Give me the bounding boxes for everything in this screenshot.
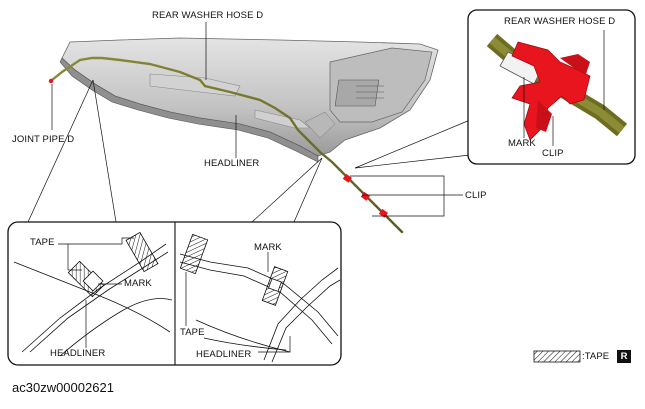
clip-3 (378, 208, 388, 218)
right-detail (179, 233, 341, 363)
clip-1 (342, 173, 352, 183)
legend-badge: R (617, 350, 631, 363)
clip-markers (342, 173, 388, 218)
clip-2 (360, 191, 370, 201)
headliner-shape (59, 37, 439, 163)
detail-panels (7, 79, 342, 366)
legend-tape-label: :TAPE (582, 351, 610, 362)
left-label-headliner: HEADLINER (50, 348, 106, 359)
inset-clip-detail (354, 9, 636, 169)
rear-washer-hose-path (50, 56, 404, 234)
joint-pipe-d (48, 78, 54, 84)
legend-tape-swatch (533, 350, 581, 363)
figure-caption: ac30zw00002621 (12, 380, 114, 395)
inset-label-rear-washer-hose-d: REAR WASHER HOSE D (504, 16, 616, 27)
inset-label-mark: MARK (508, 138, 536, 149)
right-label-headliner: HEADLINER (196, 349, 252, 360)
label-rear-washer-hose-d: REAR WASHER HOSE D (152, 10, 264, 21)
left-label-tape: TAPE (30, 237, 55, 248)
right-label-mark: MARK (254, 242, 282, 253)
main-leader-lines (51, 22, 463, 217)
label-headliner: HEADLINER (204, 158, 260, 169)
label-joint-pipe-d: JOINT PIPE D (12, 134, 75, 145)
left-detail (13, 231, 173, 357)
label-clip: CLIP (465, 190, 487, 201)
left-label-mark: MARK (124, 278, 152, 289)
right-label-tape: TAPE (180, 327, 205, 338)
inset-label-clip: CLIP (542, 148, 564, 159)
